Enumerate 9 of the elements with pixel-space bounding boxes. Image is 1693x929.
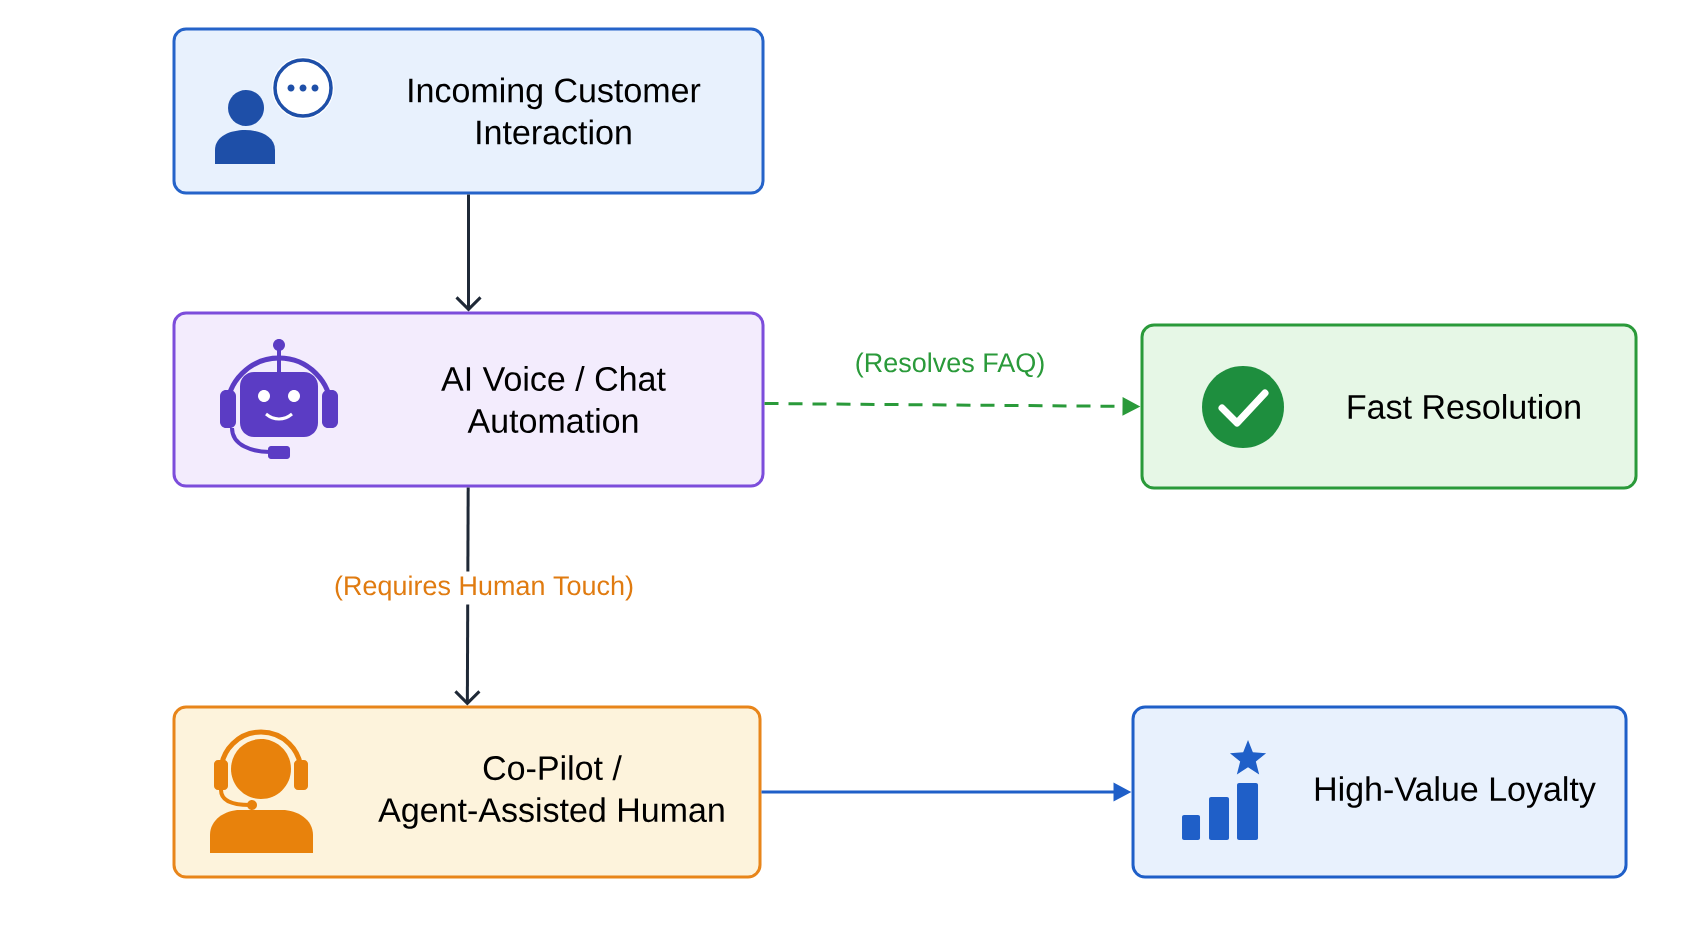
- edge-label: (Resolves FAQ): [850, 348, 1050, 382]
- process-box: AI Voice / Chat Automation: [172, 311, 765, 488]
- process-box: High-Value Loyalty: [1131, 705, 1628, 879]
- arrow: [454, 487, 481, 706]
- edge-label: (Requires Human Touch): [329, 571, 639, 605]
- process-box: Fast Resolution: [1140, 323, 1638, 490]
- process-box: Co-Pilot / Agent-Assisted Human: [172, 705, 762, 879]
- arrow: [455, 194, 482, 312]
- process-box: Incoming Customer Interaction: [172, 27, 765, 195]
